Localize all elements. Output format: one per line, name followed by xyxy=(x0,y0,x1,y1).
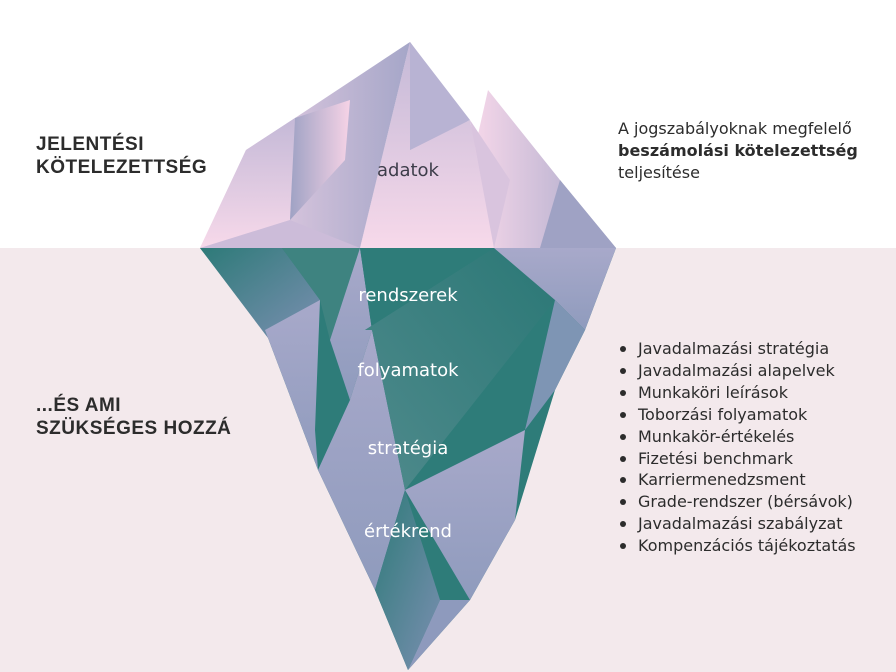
list-item: Javadalmazási alapelvek xyxy=(618,360,856,382)
list-item: Fizetési benchmark xyxy=(618,448,856,470)
heading-line: SZÜKSÉGES HOZZÁ xyxy=(36,418,232,439)
reporting-obligation-heading: JELENTÉSI KÖTELEZETTSÉG xyxy=(36,133,207,179)
list-item: Karriermenedzsment xyxy=(618,469,856,491)
iceberg-tip xyxy=(200,42,616,248)
description-line: A jogszabályoknak megfelelő xyxy=(618,119,852,138)
reporting-description: A jogszabályoknak megfelelő beszámolási … xyxy=(618,118,858,184)
list-item: Munkaköri leírások xyxy=(618,382,856,404)
requirements-heading: ...ÉS AMI SZÜKSÉGES HOZZÁ xyxy=(36,394,231,440)
list-item: Javadalmazási szabályzat xyxy=(618,513,856,535)
list-item: Javadalmazási stratégia xyxy=(618,338,856,360)
list-item: Toborzási folyamatok xyxy=(618,404,856,426)
iceberg-underwater xyxy=(200,248,616,670)
list-item: Kompenzációs tájékoztatás xyxy=(618,535,856,557)
iceberg-label-folyamatok: folyamatok xyxy=(357,360,459,381)
iceberg-label-strategia: stratégia xyxy=(367,438,449,459)
iceberg-label-ertekrend: értékrend xyxy=(364,521,452,542)
heading-line: JELENTÉSI xyxy=(36,134,144,155)
list-item: Grade-rendszer (bérsávok) xyxy=(618,491,856,513)
iceberg-label-adatok: adatok xyxy=(377,160,439,181)
list-item: Munkakör-értékelés xyxy=(618,426,856,448)
description-bold-line: beszámolási kötelezettség xyxy=(618,141,858,160)
heading-line: ...ÉS AMI xyxy=(36,395,122,416)
description-line: teljesítése xyxy=(618,163,700,182)
iceberg-label-rendszerek: rendszerek xyxy=(358,285,458,306)
requirements-list: Javadalmazási stratégia Javadalmazási al… xyxy=(618,338,856,557)
heading-line: KÖTELEZETTSÉG xyxy=(36,157,208,178)
